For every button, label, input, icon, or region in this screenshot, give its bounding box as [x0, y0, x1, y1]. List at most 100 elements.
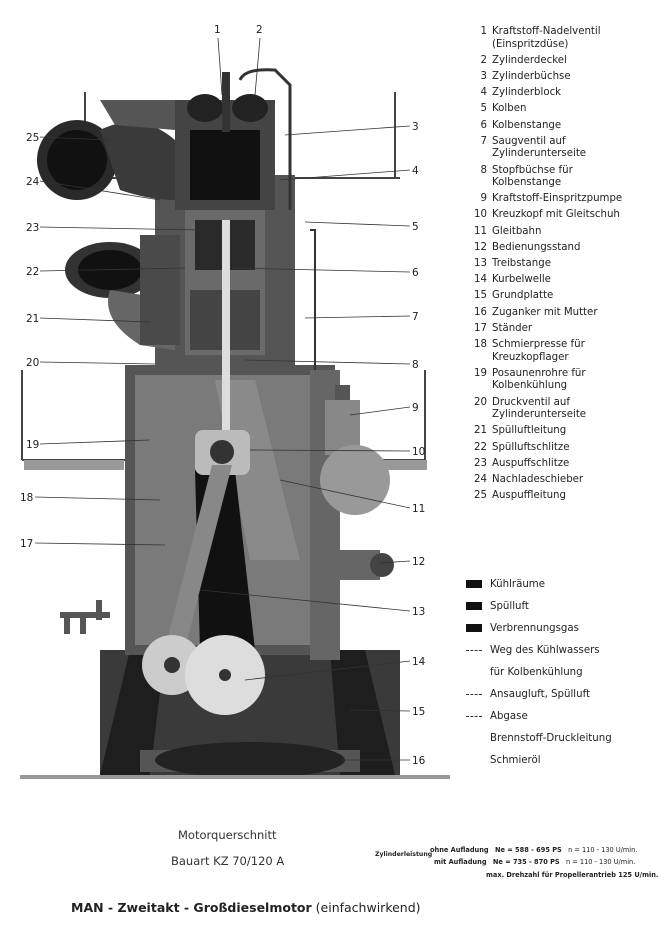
caption-line-2: Bauart KZ 70/120 A	[171, 854, 285, 868]
key-swatch	[466, 580, 482, 588]
legend-text: Kolbenstange	[492, 119, 562, 131]
rating-1-condition: ohne Aufladung	[430, 846, 489, 854]
callout-21: 21	[26, 313, 39, 325]
rating-2-speed: n = 110 - 130 U/min.	[565, 858, 636, 866]
callout-22: 22	[26, 266, 39, 278]
legend-text: Stopfbüchse für Kolbenstange	[492, 164, 573, 189]
callout-1: 1	[214, 24, 221, 36]
legend-number: 20	[474, 396, 487, 408]
legend-text: Zylinderbüchse	[492, 70, 571, 82]
legend-item: 8 Stopfbüchse für Kolbenstange	[466, 165, 636, 190]
legend-number: 3	[480, 70, 487, 82]
engine-cross-section-drawing: 1 2 3 4 5 6 7 8 9 10 11 12 13 14 15 16 1…	[20, 24, 450, 779]
callout-19: 19	[26, 439, 39, 451]
legend-item: 17 Ständer	[466, 323, 636, 336]
legend-number: 5	[480, 103, 487, 115]
key-row: Brennstoff-Druckleitung	[466, 727, 641, 749]
legend-text: Bedienungsstand	[492, 241, 581, 253]
legend-item: 15 Grundplatte	[466, 290, 636, 303]
key-row: Schmieröl	[466, 749, 641, 771]
callout-20: 20	[26, 357, 39, 369]
cylinder-cover	[175, 68, 292, 210]
key-text: Weg des Kühlwassers	[490, 644, 600, 656]
fuel-pump	[310, 229, 394, 580]
legend-number: 23	[474, 457, 487, 469]
legend-text: Auspuffschlitze	[492, 457, 570, 469]
legend-text: Kurbelwelle	[492, 274, 551, 286]
legend-item: 9 Kraftstoff-Einspritzpumpe	[466, 193, 636, 206]
crosshead-crank	[142, 430, 265, 715]
legend-number: 11	[474, 225, 487, 237]
callout-8: 8	[412, 359, 419, 371]
key-swatch	[466, 715, 482, 717]
legend-number: 22	[474, 441, 487, 453]
legend-text: Spülluftleitung	[492, 425, 567, 437]
key-row: Weg des Kühlwassers	[466, 639, 641, 661]
legend-number: 10	[474, 209, 487, 221]
key-row: Ansaugluft, Spülluft	[466, 683, 641, 705]
rating-1-power: Ne = 588 - 695 PS	[494, 846, 562, 854]
key-swatch	[466, 693, 482, 695]
legend-number: 9	[480, 193, 487, 205]
legend-number: 24	[474, 473, 487, 485]
scavenge-air-duct	[65, 235, 180, 350]
legend-number: 6	[480, 119, 487, 131]
key-row: Kühlräume	[466, 573, 641, 595]
key-swatch	[466, 602, 482, 610]
legend-item: 21 Spülluftleitung	[466, 425, 636, 438]
legend-text: Gleitbahn	[492, 225, 542, 237]
legend-number: 19	[474, 367, 487, 379]
legend-number: 15	[474, 290, 487, 302]
callout-9: 9	[412, 402, 419, 414]
callout-23: 23	[26, 222, 39, 234]
legend-number: 8	[480, 164, 487, 176]
page-title: MAN - Zweitakt - Großdieselmotor (einfac…	[71, 900, 421, 915]
caption-line-1: Motorquerschnitt	[178, 828, 277, 842]
callout-15: 15	[412, 706, 425, 718]
key-text: Kühlräume	[490, 578, 545, 590]
callout-5: 5	[412, 221, 419, 233]
callout-10: 10	[412, 446, 425, 458]
title-normal: (einfachwirkend)	[311, 900, 421, 915]
key-text: Ansaugluft, Spülluft	[490, 688, 590, 700]
key-text: Brennstoff-Druckleitung	[490, 732, 612, 744]
legend-text: Grundplatte	[492, 290, 554, 302]
key-swatch	[466, 624, 482, 632]
legend-text: Nachladeschieber	[492, 473, 584, 485]
legend-text: Zylinderdeckel	[492, 54, 567, 66]
legend-text: Zuganker mit Mutter	[492, 306, 598, 318]
legend-text: Treibstange	[492, 258, 551, 270]
legend-text: Zylinderblock	[492, 87, 562, 99]
key-text: Abgase	[490, 710, 528, 722]
key-text: Spülluft	[490, 600, 529, 612]
key-row: Verbrennungsgas	[466, 617, 641, 639]
legend-text: Ständer	[492, 322, 533, 334]
legend-number: 25	[474, 490, 487, 502]
legend-text: Auspuffleitung	[492, 490, 566, 502]
exhaust-pipe	[37, 100, 175, 200]
legend-number: 12	[474, 241, 487, 253]
callout-13: 13	[412, 606, 425, 618]
callout-leaders	[34, 37, 411, 761]
rating-3-note: max. Drehzahl für Propellerantrieb 125 U…	[486, 871, 658, 879]
legend-item: 6 Kolbenstange	[466, 120, 636, 133]
legend-text: Kraftstoff-Einspritzpumpe	[492, 193, 623, 205]
key-row: für Kolbenkühlung	[466, 661, 641, 683]
key-text: für Kolbenkühlung	[490, 666, 583, 678]
legend-number: 21	[474, 425, 487, 437]
key-text: Verbrennungsgas	[490, 622, 579, 634]
key-swatch	[466, 649, 482, 651]
rating-row-3: max. Drehzahl für Propellerantrieb 125 U…	[486, 871, 658, 879]
legend-number: 17	[474, 322, 487, 334]
key-row: Spülluft	[466, 595, 641, 617]
